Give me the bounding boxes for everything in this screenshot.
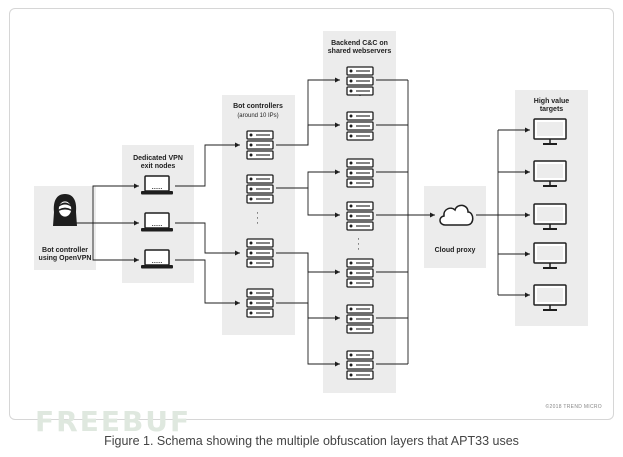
label-high-value-targets: High value targets bbox=[533, 98, 570, 113]
server-icon bbox=[246, 288, 274, 318]
server-icon bbox=[346, 158, 374, 188]
label-bot-controller-user: Bot controller using OpenVPN bbox=[38, 247, 92, 262]
freebuf-watermark: FREEBUF bbox=[35, 405, 192, 438]
laptop-icon bbox=[141, 212, 173, 232]
server-icon bbox=[346, 201, 374, 231]
server-icon bbox=[346, 111, 374, 141]
monitor-icon bbox=[533, 242, 567, 269]
server-icon bbox=[346, 350, 374, 380]
cloud-icon bbox=[439, 204, 474, 226]
hacker-icon bbox=[53, 194, 77, 226]
monitor-icon bbox=[533, 118, 567, 145]
label-bot-controllers-note: (around 10 IPs) bbox=[237, 113, 279, 119]
label-bot-controllers: Bot controllers bbox=[233, 103, 283, 110]
server-icon bbox=[246, 174, 274, 204]
label-backend-cc: Backend C&C on shared webservers bbox=[327, 40, 392, 55]
figure-caption: Figure 1. Schema showing the multiple ob… bbox=[104, 434, 519, 448]
label-vpn-exit-nodes: Dedicated VPN exit nodes bbox=[133, 155, 183, 170]
panel-cloud-proxy bbox=[424, 186, 486, 268]
server-icon bbox=[346, 304, 374, 334]
figure-frame bbox=[9, 8, 614, 420]
monitor-icon bbox=[533, 160, 567, 187]
ellipsis-backend: · · · bbox=[357, 235, 361, 255]
laptop-icon bbox=[141, 175, 173, 195]
monitor-icon bbox=[533, 284, 567, 311]
ellipsis-bot-controllers: · · · bbox=[256, 209, 260, 229]
server-icon bbox=[246, 238, 274, 268]
server-icon bbox=[346, 258, 374, 288]
laptop-icon bbox=[141, 249, 173, 269]
label-cloud-proxy: Cloud proxy bbox=[434, 247, 476, 254]
copyright-notice: ©2018 TREND MICRO bbox=[545, 404, 602, 410]
monitor-icon bbox=[533, 203, 567, 230]
server-icon bbox=[246, 130, 274, 160]
server-icon bbox=[346, 66, 374, 96]
